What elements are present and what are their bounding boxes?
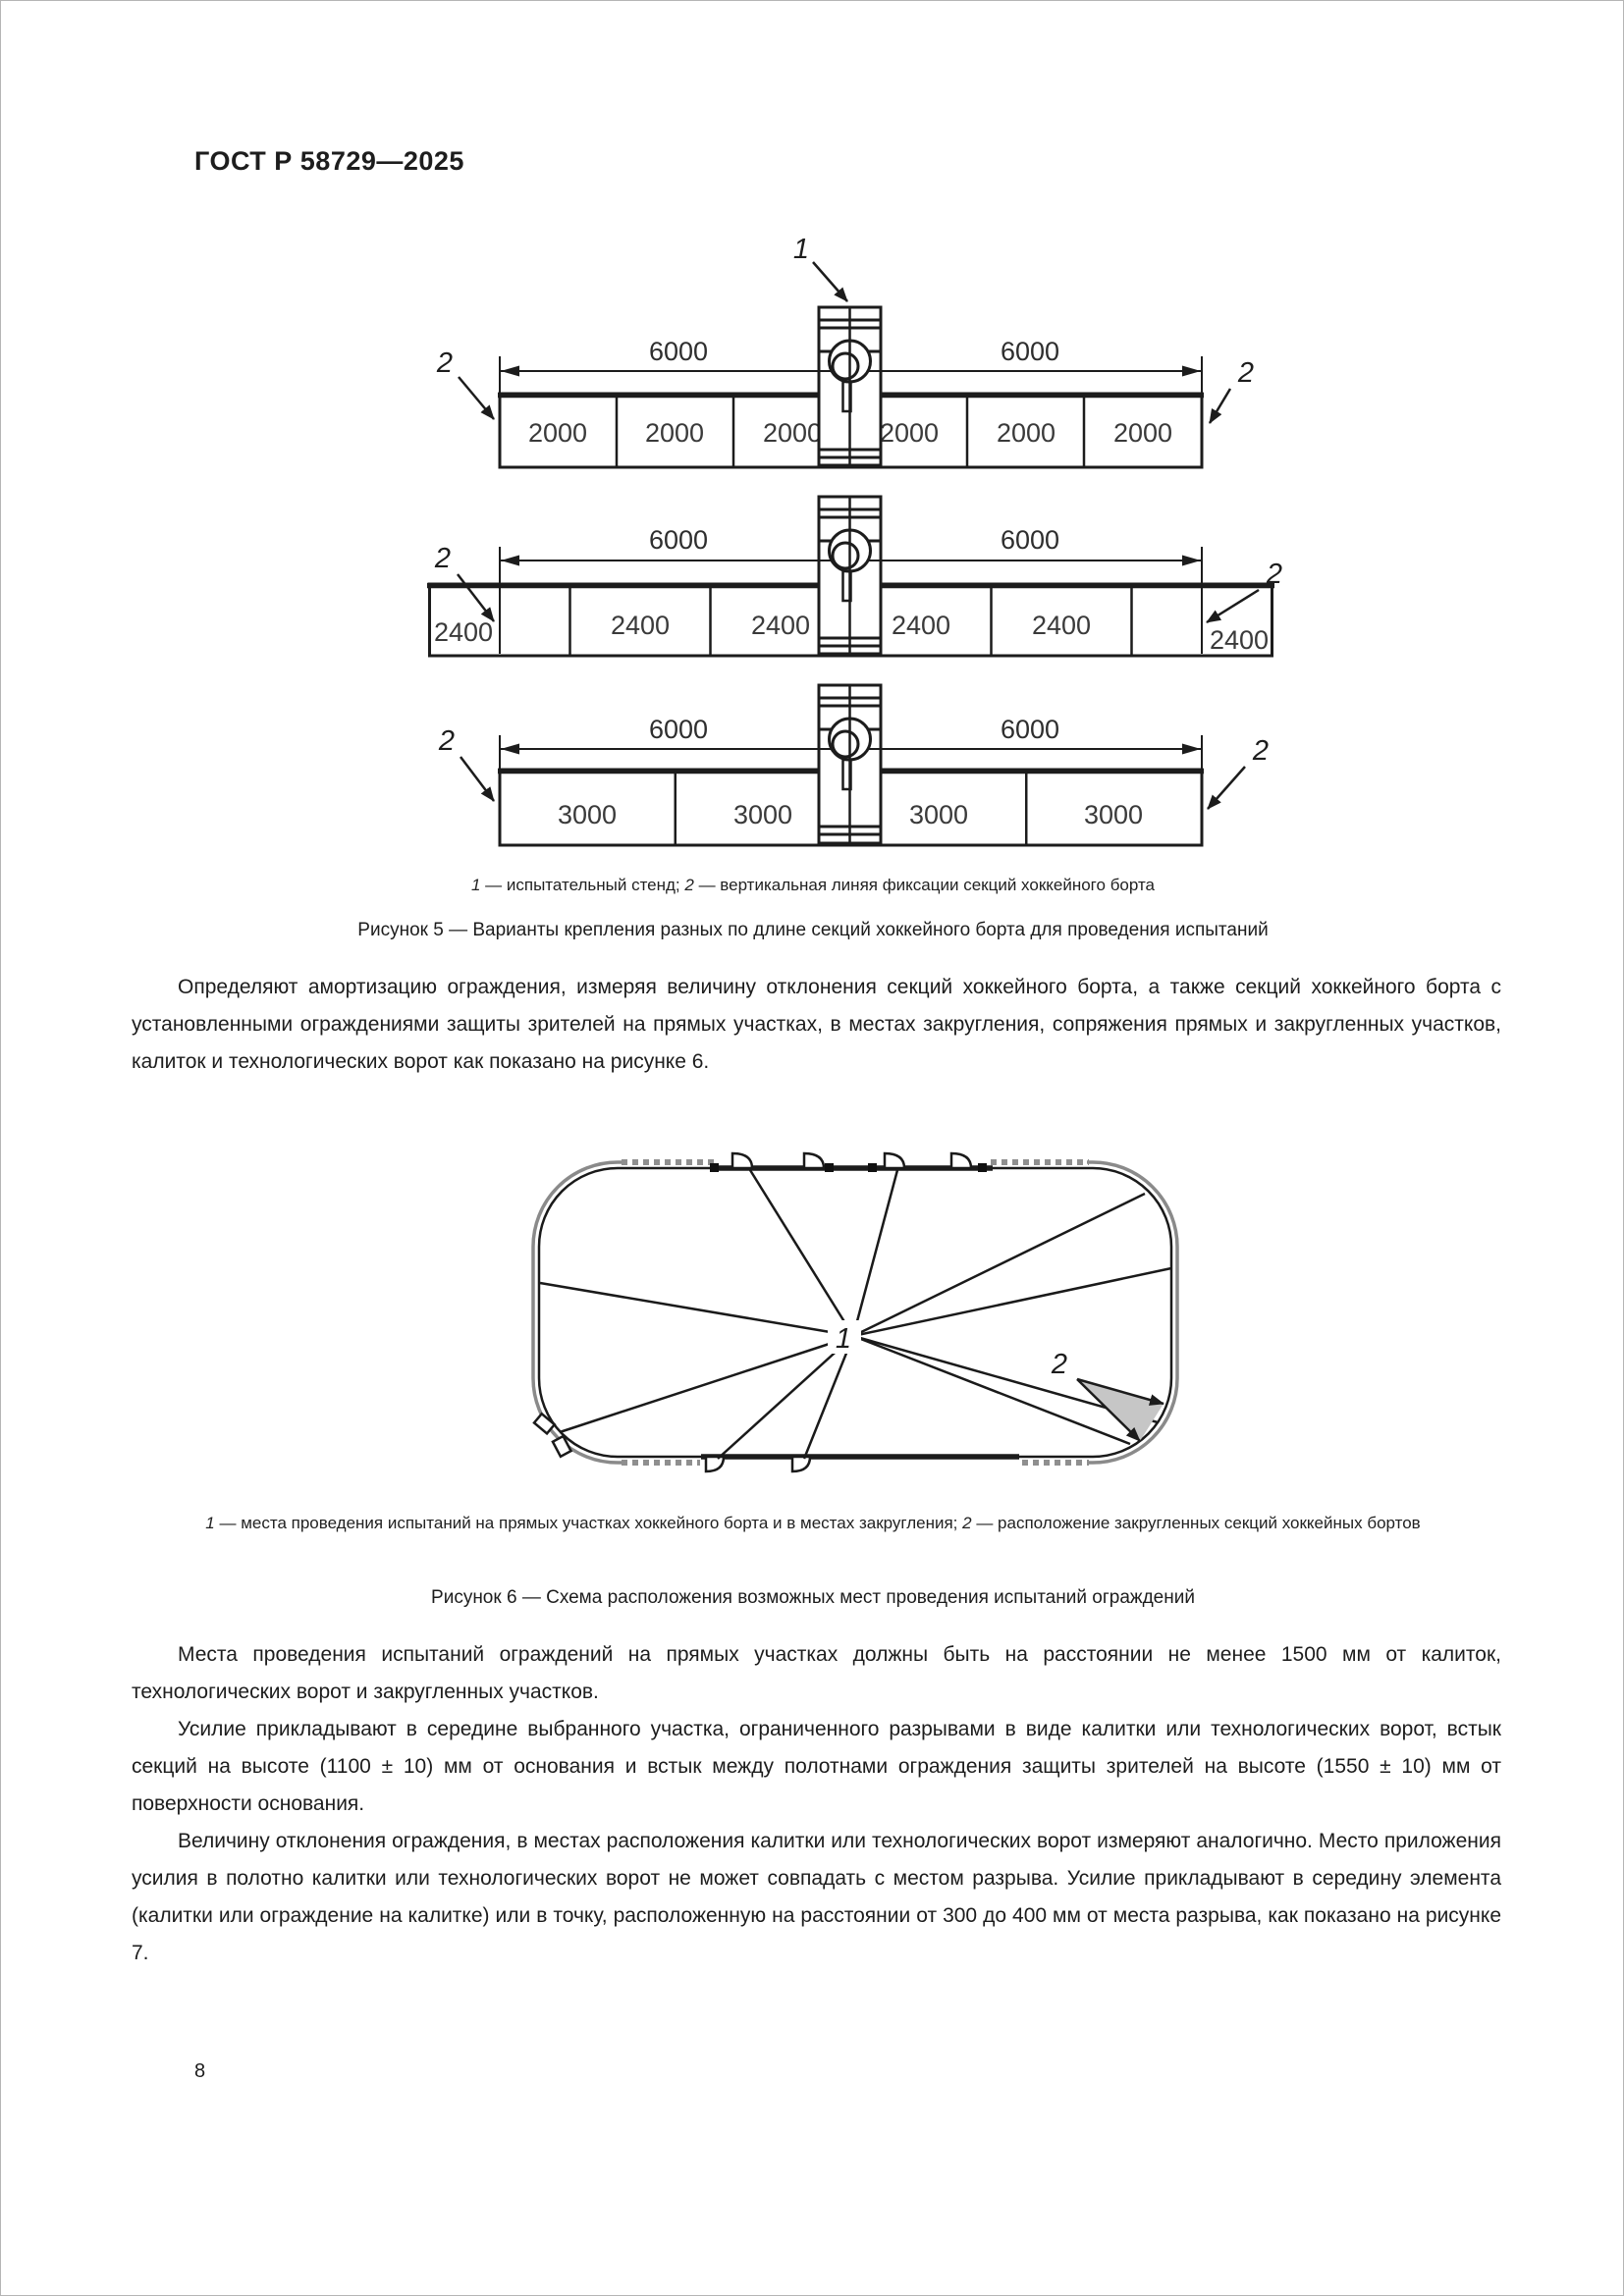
dimension-label: 6000 [1001,715,1059,744]
dimension-label: 6000 [1001,525,1059,555]
pointer-2-label: 2 [438,725,455,757]
section-length-label: 2000 [645,418,704,448]
test-location-lines [539,1169,1172,1460]
rounded-section-wedge [1077,1379,1164,1441]
legend-text-2: — расположение закругленных секций хокке… [971,1514,1421,1532]
post-marker [868,1163,877,1172]
figure6-rink-diagram: 1 2 [531,1151,1179,1473]
test-stand [817,495,883,656]
pointer-2-label: 2 [436,347,453,379]
post-marker [978,1163,987,1172]
section-length-label: 2000 [997,418,1056,448]
section-length-label: 3000 [909,800,968,829]
section-length-label: 3000 [1084,800,1143,829]
page-number: 8 [194,2060,206,2082]
legend-text-1: — места проведения испытаний на прямых у… [214,1514,963,1532]
pointer-2-label: 2 [1237,357,1254,389]
legend-key-2: 2 [684,876,694,894]
corner-tab [532,1412,557,1436]
section-length-label: 2000 [528,418,587,448]
gate-symbol [949,1151,973,1170]
dimension-label: 6000 [649,337,708,366]
gate-symbol [802,1151,826,1170]
test-stand [817,683,883,845]
gate-symbol [704,1455,726,1473]
dimension-label: 6000 [649,525,708,555]
section-length-label: 2400 [751,611,810,640]
body-paragraph: Величину отклонения ограждения, в местах… [132,1830,1501,1964]
body-text-block-1: Определяют амортизацию ограждения, измер… [132,969,1501,1081]
corner-tab [551,1434,573,1459]
rink-outer-border [531,1160,1179,1465]
pointer-2-label: 2 [1266,559,1282,590]
section-length-label: 2400 [1210,625,1269,655]
figure5-legend: 1 — испытательный стенд; 2 — вертикальна… [116,871,1510,900]
section-length-label: 2000 [880,418,939,448]
body-paragraph: Определяют амортизацию ограждения, измер… [132,976,1501,1073]
section-length-label: 2400 [892,611,950,640]
figure5-diagram-3000: 6000 6000 3000 3000 3000 3000 2 2 [438,683,1269,847]
section-length-label: 2000 [1113,418,1172,448]
gate-symbol [731,1151,754,1170]
point-2-label: 2 [1051,1349,1067,1380]
section-length-label: 2400 [1032,611,1091,640]
document-standard-code: ГОСТ Р 58729—2025 [194,146,464,176]
pointer-2-label: 2 [1252,735,1269,767]
post-marker [825,1163,834,1172]
rink-inner-border [537,1166,1173,1459]
point-1-label: 1 [836,1323,851,1355]
section-length-label: 2400 [434,617,493,647]
section-length-label: 3000 [558,800,617,829]
figure5-title: Рисунок 5 — Варианты крепления разных по… [357,920,1269,940]
legend-text-1: — испытательный стенд; [480,876,685,894]
dimension-label: 6000 [649,715,708,744]
gate-symbol [790,1455,812,1473]
figure5-diagram-2000: 6000 6000 2000 2000 2000 2000 2000 2000 [436,234,1254,469]
figure6-title: Рисунок 6 — Схема расположения возможных… [431,1587,1195,1608]
figure5-diagram-2400: 6000 6000 2400 2400 2400 2400 2400 2400 … [427,495,1282,658]
section-length-label: 2000 [763,418,822,448]
section-length-label: 2400 [611,611,670,640]
legend-text-2: — вертикальная линяя фиксации секций хок… [693,876,1156,894]
figure6-legend: 1 — места проведения испытаний на прямых… [116,1509,1510,1538]
pointer-1-label: 1 [793,234,809,265]
body-paragraph: Места проведения испытаний ограждений на… [132,1643,1501,1703]
body-text-block-2: Места проведения испытаний ограждений на… [132,1636,1501,1972]
gate-symbol [883,1151,906,1170]
section-length-label: 3000 [733,800,792,829]
legend-key-1: 1 [470,876,481,894]
legend-key-1: 1 [205,1514,215,1532]
body-paragraph: Усилие прикладывают в середине выбранног… [132,1718,1501,1815]
legend-key-2: 2 [962,1514,972,1532]
post-marker [710,1163,719,1172]
test-stand [817,305,883,467]
pointer-2-label: 2 [434,543,451,574]
dimension-label: 6000 [1001,337,1059,366]
